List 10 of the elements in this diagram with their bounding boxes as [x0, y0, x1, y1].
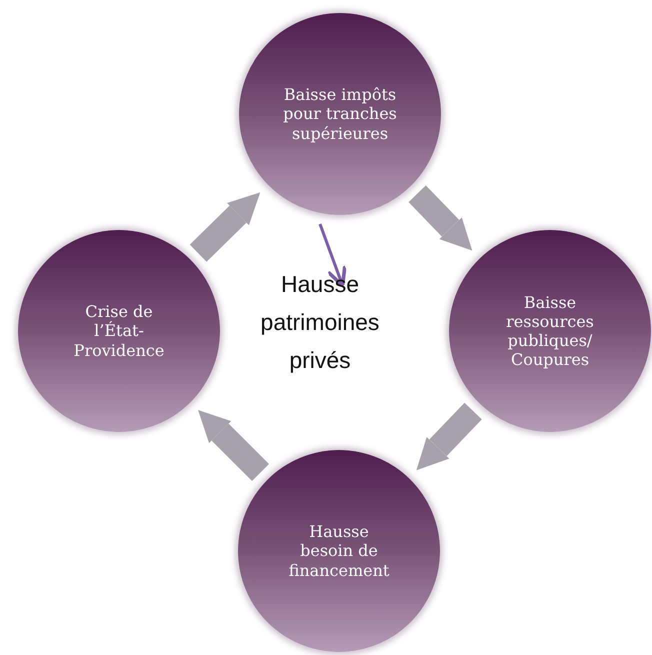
block-arrow: [408, 185, 472, 251]
block-arrow: [198, 410, 269, 481]
circle-label: Hausse besoin de financement: [288, 522, 390, 580]
block-arrow: [190, 192, 260, 262]
block-arrow: [416, 402, 482, 470]
center-text: Hausse patrimoines privés: [260, 270, 380, 375]
circle-label: Baisse impôts pour tranches supérieures: [282, 85, 398, 143]
circle-label: Baisse ressources publiques/ Coupures: [505, 292, 595, 370]
circle-label: Crise de l’État-Providence: [72, 302, 166, 360]
arrow: [318, 223, 347, 288]
